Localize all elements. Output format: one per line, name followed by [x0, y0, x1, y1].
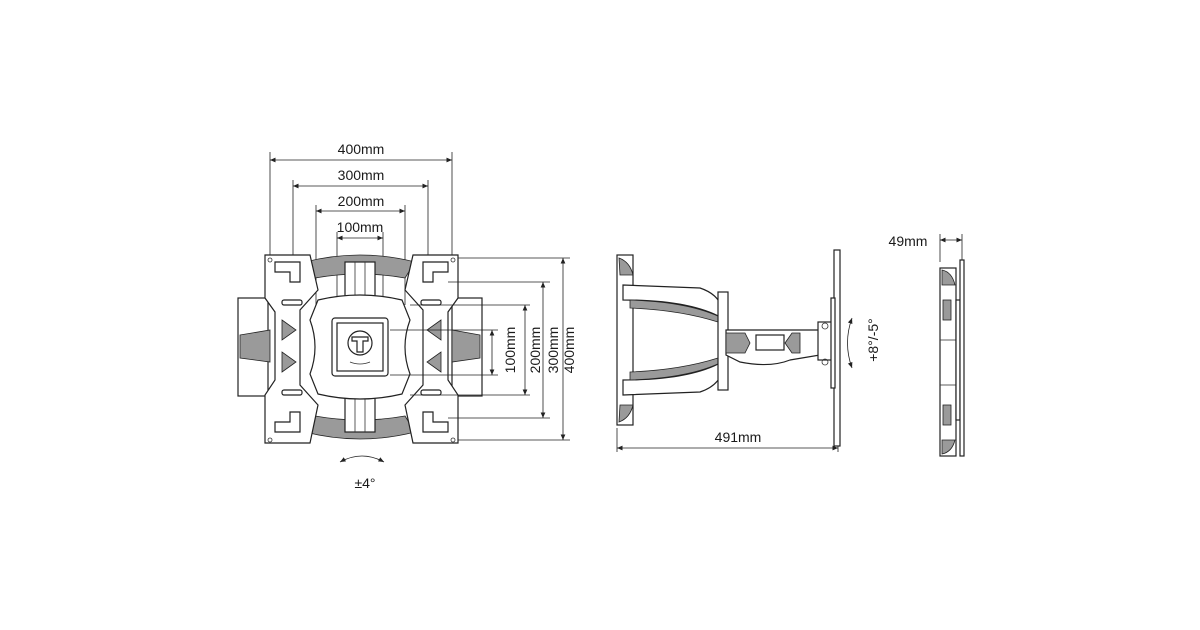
dim-label-200: 200mm	[338, 193, 385, 209]
extension-label: 491mm	[715, 429, 762, 445]
side-view: +8°/-5° 491mm	[616, 249, 881, 452]
vdim-label-100: 100mm	[502, 327, 518, 374]
dim-label-100: 100mm	[337, 219, 384, 235]
profile-view: 49mm	[889, 233, 965, 457]
tilt-arrow-icon	[847, 317, 853, 369]
tilt-label: +8°/-5°	[865, 318, 881, 362]
front-view: 400mm 300mm 200mm 100mm	[237, 141, 577, 491]
swivel-label: ±4°	[354, 475, 375, 491]
vdim-label-400: 400mm	[561, 327, 577, 374]
front-mount-body	[237, 254, 483, 444]
dim-label-300: 300mm	[338, 167, 385, 183]
depth-label: 49mm	[889, 233, 928, 249]
vertical-dimensions: 100mm 200mm 300mm 400mm	[390, 257, 577, 441]
vdim-label-300: 300mm	[545, 327, 561, 374]
vdim-label-200: 200mm	[527, 327, 543, 374]
swivel-arrow-icon	[339, 455, 385, 463]
dim-label-400: 400mm	[338, 141, 385, 157]
